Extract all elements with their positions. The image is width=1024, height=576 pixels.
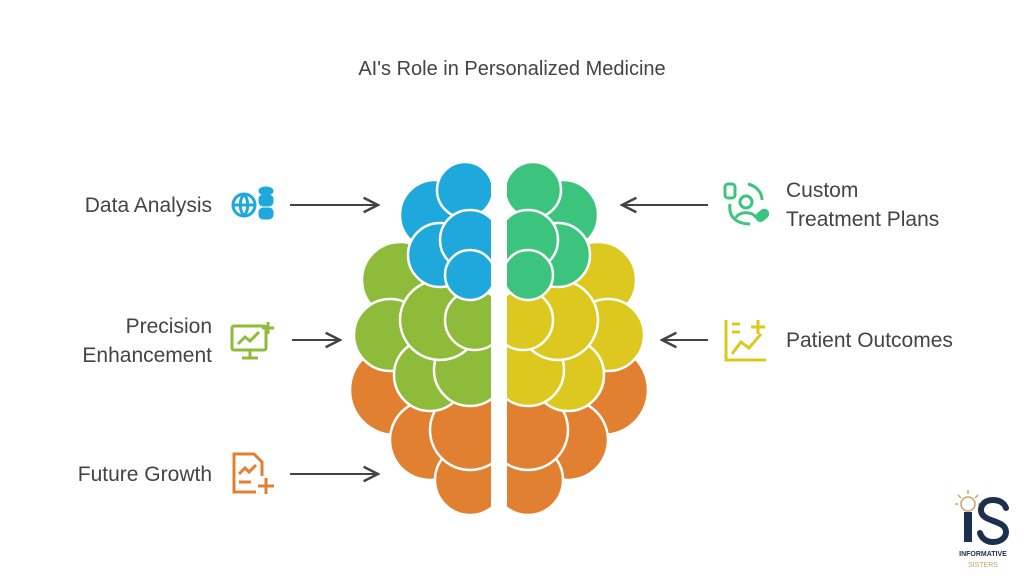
patient-pill-icon xyxy=(723,182,770,226)
logo-line1: INFORMATIVE xyxy=(959,551,1007,558)
right-hemisphere xyxy=(507,160,650,517)
logo-mark xyxy=(955,490,1010,546)
label-future-growth: Future Growth xyxy=(77,463,212,486)
globe-database-icon xyxy=(231,186,274,220)
document-chart-plus-icon xyxy=(232,452,274,494)
chart-plus-icon xyxy=(724,320,766,362)
diagram-title: AI's Role in Personalized Medicine xyxy=(358,58,666,80)
left-hemisphere xyxy=(348,160,491,517)
label-data-analysis: Data Analysis xyxy=(84,194,212,217)
logo-line2: SISTERS xyxy=(968,562,998,569)
label-patient-outcomes: Patient Outcomes xyxy=(786,329,953,352)
informative-sisters-logo: INFORMATIVE SISTERS xyxy=(948,486,1018,574)
monitor-chart-plus-icon xyxy=(230,322,274,360)
arrows xyxy=(290,205,708,474)
